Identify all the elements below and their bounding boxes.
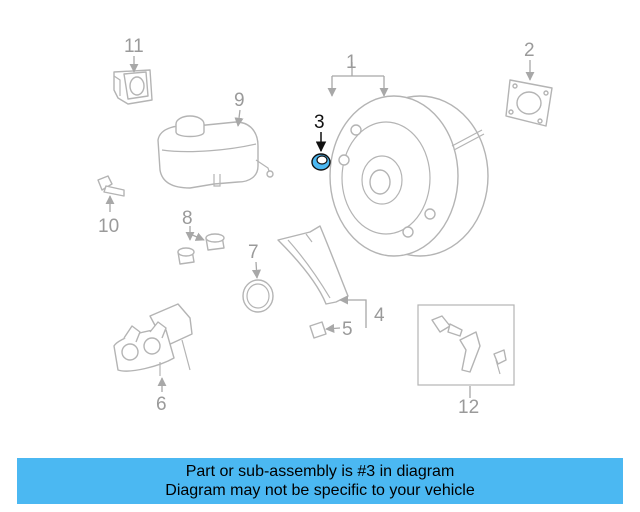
callout-11: 11 bbox=[124, 36, 144, 57]
callout-6: 6 bbox=[156, 394, 167, 415]
callout-4: 4 bbox=[374, 305, 385, 326]
parts-diagram: 11 2 1 9 3 10 8 7 4 5 6 12 bbox=[97, 36, 553, 418]
callout-12: 12 bbox=[458, 397, 479, 418]
part-3-grommet bbox=[311, 153, 331, 171]
callout-1: 1 bbox=[346, 52, 357, 73]
banner-line-1: Part or sub-assembly is #3 in diagram bbox=[185, 463, 455, 480]
part-1-brake-booster bbox=[329, 95, 489, 257]
callout-5: 5 bbox=[342, 319, 353, 340]
part-12-sensor-set bbox=[417, 304, 515, 386]
callout-9: 9 bbox=[234, 90, 245, 111]
part-5-clip bbox=[309, 321, 327, 339]
callout-10: 10 bbox=[98, 216, 119, 237]
part-6-master-cylinder bbox=[113, 303, 193, 376]
part-2-gasket bbox=[505, 79, 553, 127]
part-8-nuts bbox=[177, 233, 225, 265]
callout-8: 8 bbox=[182, 208, 193, 229]
part-4-shield bbox=[277, 225, 349, 305]
banner-line-2: Diagram may not be specific to your vehi… bbox=[165, 482, 475, 499]
info-banner: Part or sub-assembly is #3 in diagram Di… bbox=[17, 458, 623, 504]
part-9-reservoir bbox=[157, 115, 274, 189]
callout-3: 3 bbox=[314, 112, 325, 133]
part-7-oring bbox=[242, 279, 274, 313]
callout-7: 7 bbox=[248, 242, 259, 263]
part-11-mount-bracket bbox=[113, 69, 153, 105]
callout-2: 2 bbox=[524, 40, 535, 61]
part-10-bolt bbox=[97, 175, 125, 197]
